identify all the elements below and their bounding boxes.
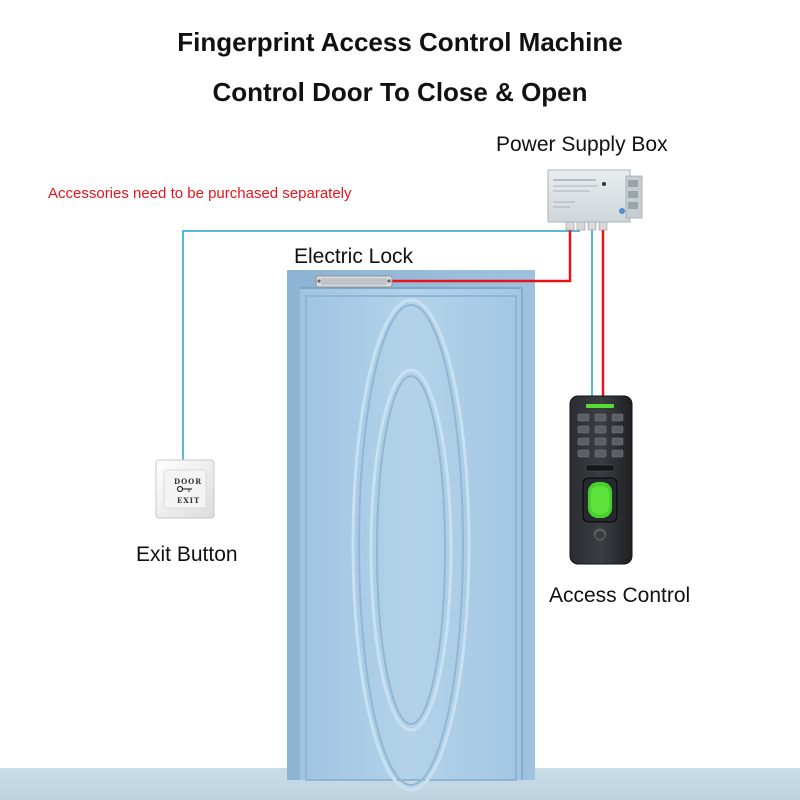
door-ellipse-outer — [351, 298, 471, 792]
access-control-device — [569, 395, 633, 565]
title-line-1: Fingerprint Access Control Machine — [177, 27, 623, 57]
exit-button-text-bottom: EXIT — [177, 496, 201, 505]
exit-button-device — [155, 459, 215, 519]
label-electric-lock: Electric Lock — [294, 245, 414, 268]
door-ellipse-inner — [369, 368, 453, 732]
keypad — [577, 413, 624, 458]
wire-exit-button — [182, 230, 580, 462]
power-supply-box — [547, 169, 643, 223]
door — [287, 270, 535, 792]
wires — [182, 217, 608, 462]
title-line-2: Control Door To Close & Open — [212, 77, 588, 107]
purchase-note: Accessories need to be purchased separat… — [48, 185, 352, 202]
door-panel — [300, 288, 522, 780]
label-access-control: Access Control — [549, 584, 691, 607]
status-led — [586, 404, 614, 408]
label-exit-button: Exit Button — [136, 543, 238, 566]
exit-button-text-top: DOOR — [174, 477, 203, 486]
electric-lock — [315, 275, 393, 288]
card-icon — [594, 529, 606, 541]
wire-lock — [392, 228, 572, 283]
label-power-supply-box: Power Supply Box — [496, 133, 668, 156]
